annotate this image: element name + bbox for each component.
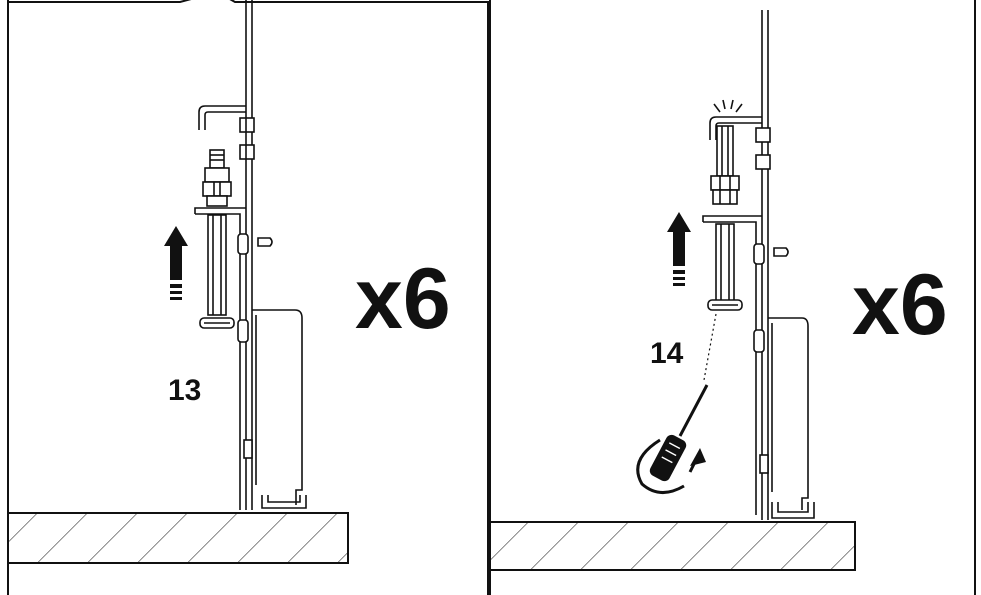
- panel-frame: [489, 0, 976, 595]
- quantity-multiplier: x6: [355, 251, 451, 347]
- up-arrow-icon: [667, 212, 691, 286]
- bottom-clip: [261, 495, 307, 509]
- wall-profile: [761, 10, 809, 520]
- floor-slab: [489, 521, 856, 571]
- bottom-clip: [771, 502, 815, 519]
- upper-bracket: [198, 105, 255, 160]
- mounting-bracket: [194, 207, 273, 510]
- floor-slab: [7, 512, 349, 564]
- anchor-bolt: [199, 149, 235, 329]
- anchor-bolt: [707, 125, 743, 311]
- impact-mark-icon: [713, 99, 743, 113]
- upper-bracket: [709, 116, 771, 170]
- rotate-arrow-icon: [636, 438, 706, 494]
- screwdriver-icon: [649, 384, 709, 482]
- step-number: 14: [650, 337, 684, 370]
- panel-step-14: 14 x6: [489, 0, 976, 595]
- panel-step-13: 13 x6: [7, 0, 489, 595]
- up-arrow-icon: [164, 226, 188, 300]
- step-number: 13: [168, 374, 201, 407]
- wall-profile: [245, 0, 303, 510]
- leader-line: [703, 313, 717, 381]
- quantity-multiplier: x6: [852, 257, 948, 353]
- mounting-bracket: [702, 215, 789, 515]
- panel-frame: [7, 0, 489, 595]
